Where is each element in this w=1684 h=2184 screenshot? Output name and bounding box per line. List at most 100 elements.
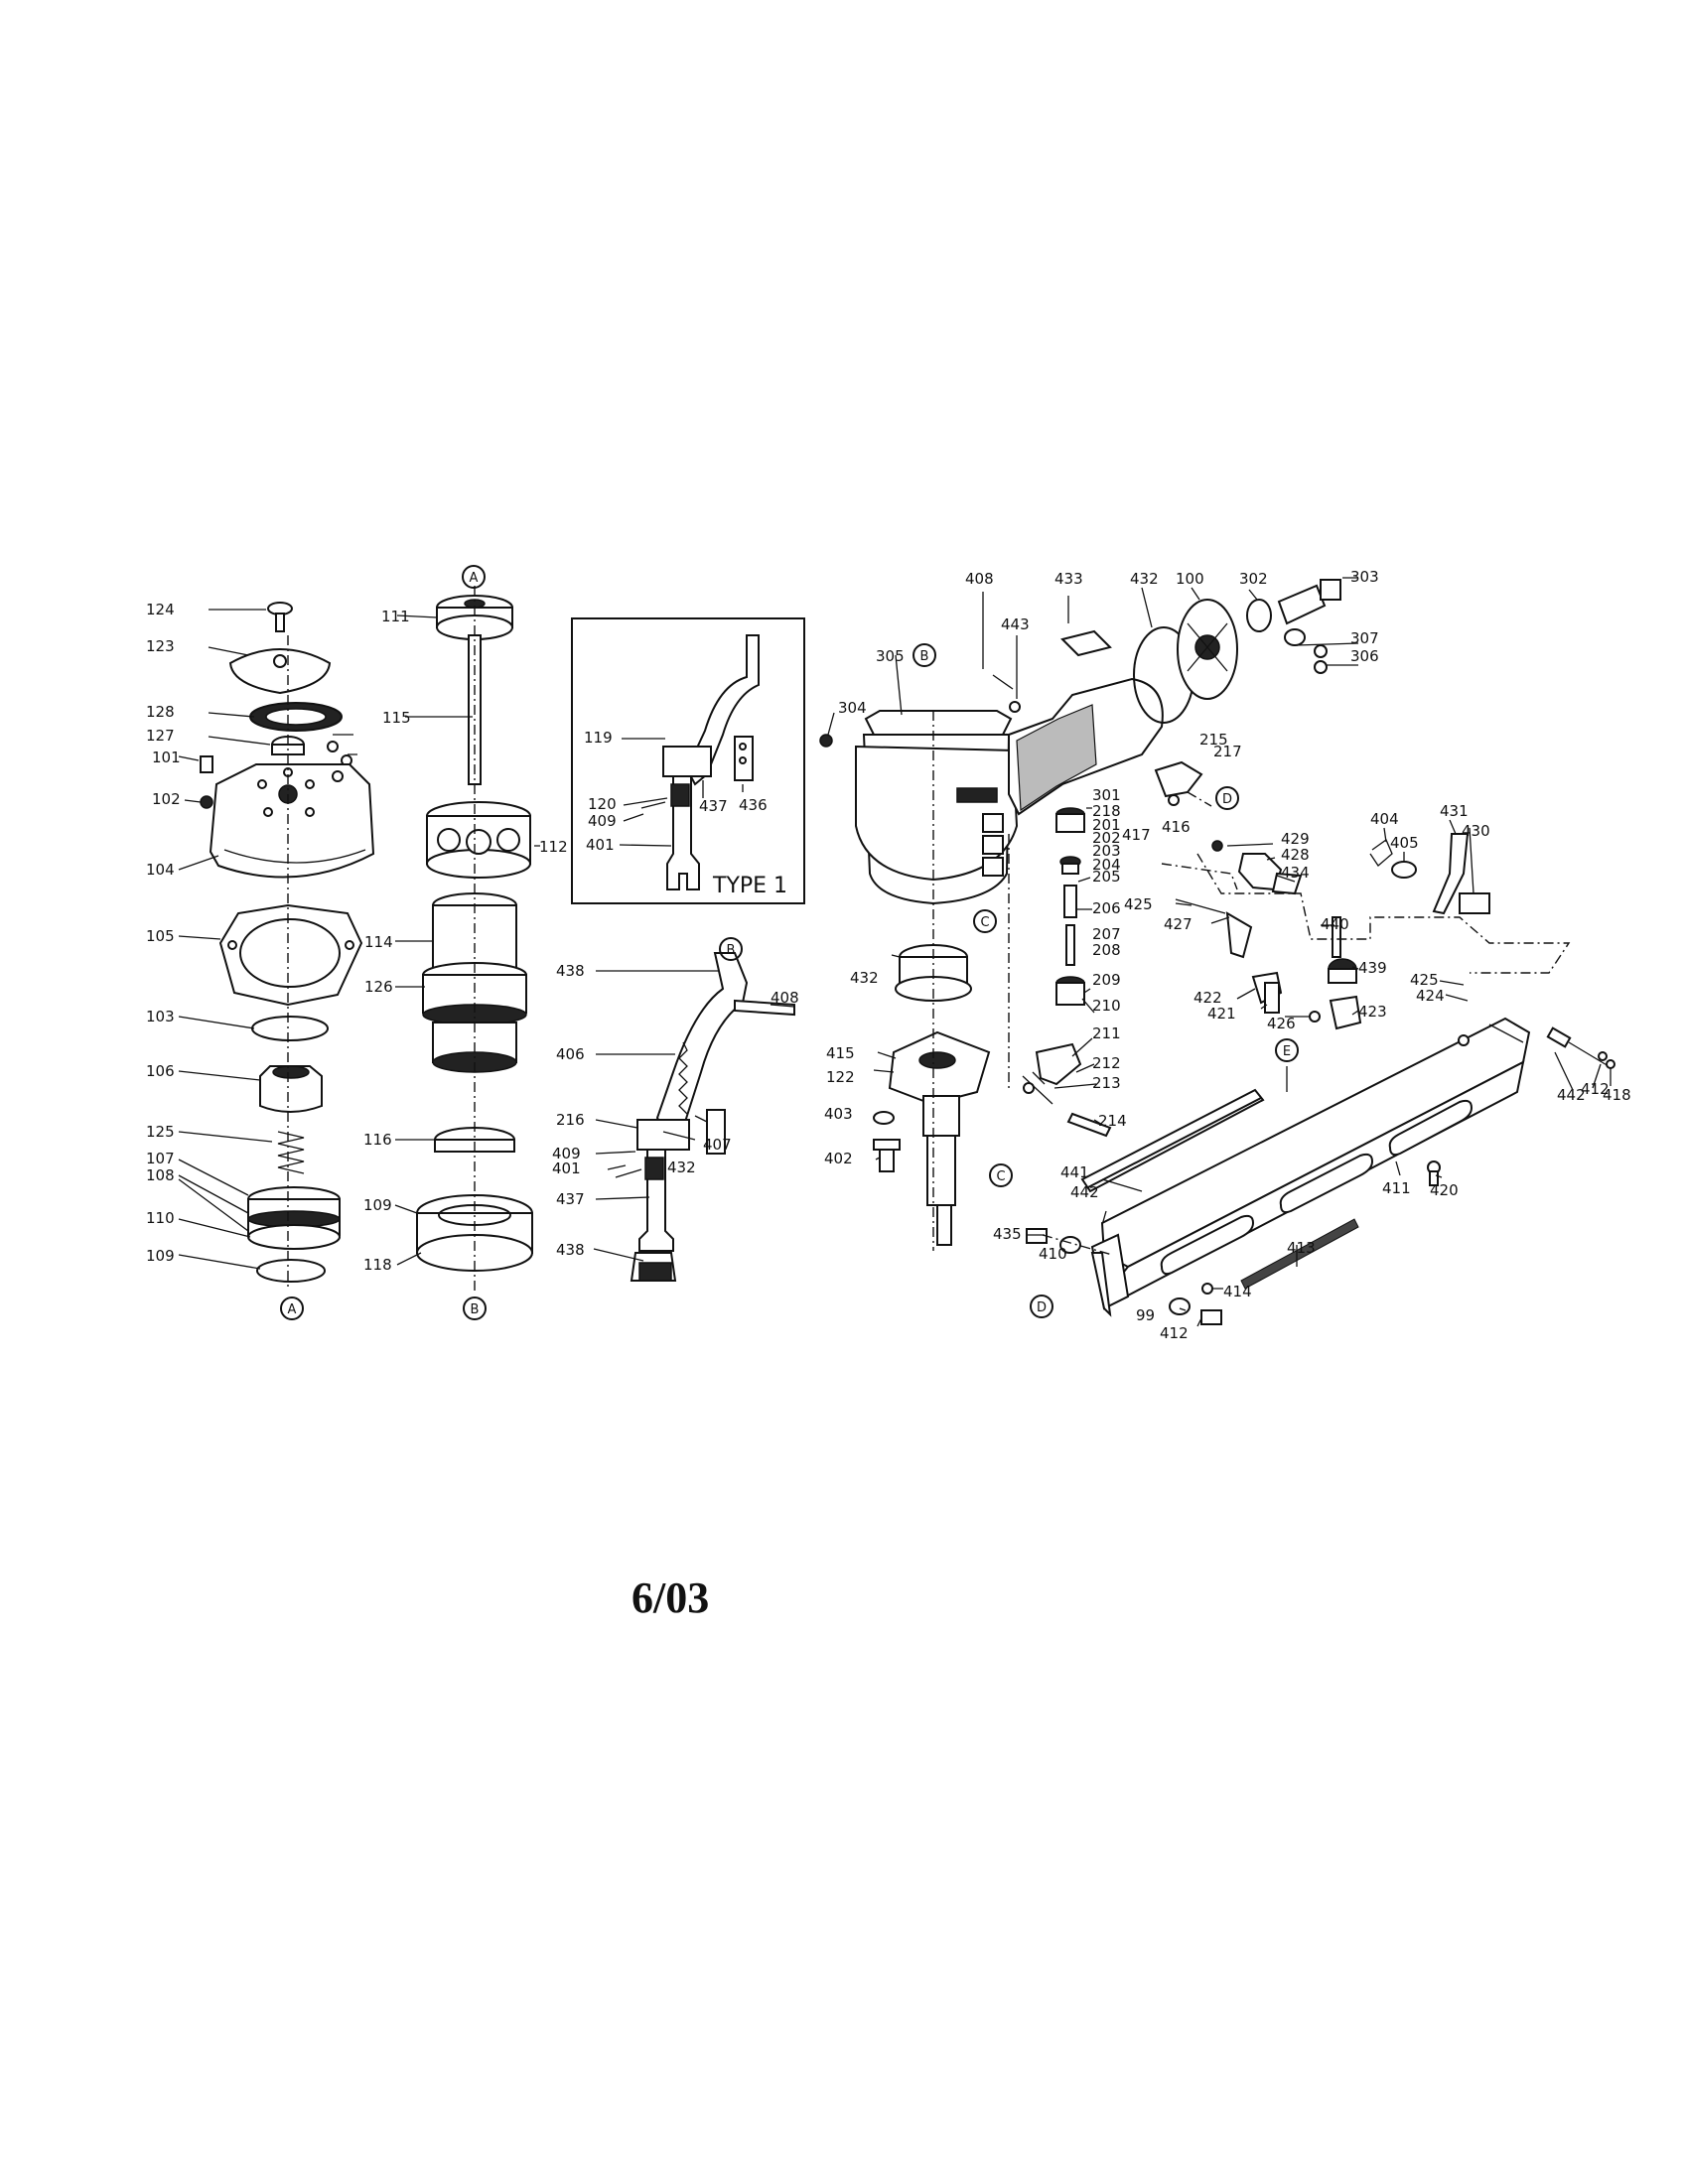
- part-callout: 420: [1430, 1181, 1459, 1199]
- part-callout: 426: [1267, 1015, 1296, 1032]
- part-callout: 115: [382, 709, 411, 727]
- part-callout: 440: [1321, 915, 1349, 933]
- part-number-callouts: 1241231281271011021041051031061251071081…: [146, 568, 1631, 1342]
- part-callout: 443: [1001, 615, 1030, 633]
- part-callout: 409: [588, 812, 617, 830]
- part-callout: 123: [146, 637, 175, 655]
- part-callout: 127: [146, 727, 175, 745]
- part-callout: 411: [1382, 1179, 1411, 1197]
- part-callout: 207: [1092, 925, 1121, 943]
- part-callout: 109: [363, 1196, 392, 1214]
- part-callout: 301: [1092, 786, 1121, 804]
- part-callout: 439: [1358, 959, 1387, 977]
- part-callout: 306: [1350, 647, 1379, 665]
- part-callout: 304: [838, 699, 867, 717]
- part-callout: 303: [1350, 568, 1379, 586]
- part-callout: 442: [1070, 1183, 1099, 1201]
- part-callout: 423: [1358, 1003, 1387, 1021]
- part-callout: 401: [552, 1160, 581, 1177]
- part-callout: 201: [1092, 816, 1121, 834]
- reference-letter: A: [470, 571, 479, 586]
- part-callout: 402: [824, 1150, 853, 1167]
- reference-letter: C: [996, 1169, 1005, 1184]
- part-callout: 432: [1130, 570, 1159, 588]
- part-callout: 431: [1440, 802, 1469, 820]
- part-callout: 418: [1603, 1086, 1631, 1104]
- part-callout: 438: [556, 962, 585, 980]
- part-callout: 99: [1136, 1306, 1155, 1324]
- part-callout: 100: [1176, 570, 1204, 588]
- part-callout: 412: [1160, 1324, 1189, 1342]
- part-callout: 432: [850, 969, 879, 987]
- piston-cylinder-assembly: [416, 586, 533, 1291]
- part-callout: 104: [146, 861, 175, 879]
- part-callout: 218: [1092, 802, 1121, 820]
- part-callout: 406: [556, 1045, 585, 1063]
- type1-inset-label: TYPE 1: [712, 874, 787, 898]
- reference-letter: B: [471, 1302, 480, 1317]
- part-callout: 202: [1092, 829, 1121, 847]
- reference-letter: E: [1283, 1044, 1291, 1059]
- part-callout: 107: [146, 1150, 175, 1167]
- part-callout: 437: [699, 797, 728, 815]
- part-callout: 429: [1281, 830, 1310, 848]
- reference-letter: C: [980, 915, 989, 930]
- part-callout: 122: [826, 1068, 855, 1086]
- part-callout: 114: [364, 933, 393, 951]
- part-callout: 217: [1213, 743, 1242, 760]
- part-callout: 213: [1092, 1074, 1121, 1092]
- part-callout: 401: [586, 836, 615, 854]
- part-callout: 204: [1092, 856, 1121, 874]
- part-callout: 421: [1207, 1005, 1236, 1023]
- part-callout: 414: [1223, 1283, 1252, 1300]
- leader-lines: [178, 577, 1612, 1327]
- part-callout: 214: [1098, 1112, 1127, 1130]
- part-callout: 203: [1092, 842, 1121, 860]
- part-callout: 432: [667, 1159, 696, 1176]
- magazine-assembly: [1026, 1017, 1615, 1325]
- part-callout: 408: [965, 570, 994, 588]
- part-callout: 404: [1370, 810, 1399, 828]
- part-callout: 436: [739, 796, 768, 814]
- part-callout: 437: [556, 1190, 585, 1208]
- part-callout: 124: [146, 601, 175, 618]
- part-callout: 111: [381, 608, 410, 625]
- reference-letter: B: [920, 649, 929, 664]
- part-callout: 442: [1557, 1086, 1586, 1104]
- part-callout: 422: [1193, 989, 1222, 1007]
- contact-arm-assembly: [615, 952, 795, 1282]
- part-callout: 216: [556, 1111, 585, 1129]
- part-callout: 409: [552, 1145, 581, 1162]
- part-callout: 424: [1416, 987, 1445, 1005]
- part-callout: 210: [1092, 997, 1121, 1015]
- part-callout: 305: [876, 647, 905, 665]
- part-callout: 105: [146, 927, 175, 945]
- part-callout: 118: [363, 1256, 392, 1274]
- part-callout: 434: [1281, 864, 1310, 882]
- part-callout: 425: [1124, 895, 1153, 913]
- part-callout: 441: [1060, 1163, 1089, 1181]
- part-callout: 412: [1581, 1080, 1610, 1098]
- nailer-body: [819, 579, 1341, 1251]
- part-callout: 120: [588, 795, 617, 813]
- part-callout: 116: [363, 1131, 392, 1149]
- part-callout: 302: [1239, 570, 1268, 588]
- part-callout: 428: [1281, 846, 1310, 864]
- part-callout: 405: [1390, 834, 1419, 852]
- part-callout: 128: [146, 703, 175, 721]
- part-callout: 110: [146, 1209, 175, 1227]
- part-callout: 211: [1092, 1024, 1121, 1042]
- part-callout: 438: [556, 1241, 585, 1259]
- part-callout: 435: [993, 1225, 1022, 1243]
- cap-assembly: [200, 602, 375, 1291]
- reference-circles: [280, 565, 1299, 1320]
- part-callout: 410: [1039, 1245, 1067, 1263]
- part-callout: 102: [152, 790, 181, 808]
- part-callout: 403: [824, 1105, 853, 1123]
- type1-inset: [571, 617, 805, 904]
- part-callout: 425: [1410, 971, 1439, 989]
- part-callout: 427: [1164, 915, 1193, 933]
- part-callout: 126: [364, 978, 393, 996]
